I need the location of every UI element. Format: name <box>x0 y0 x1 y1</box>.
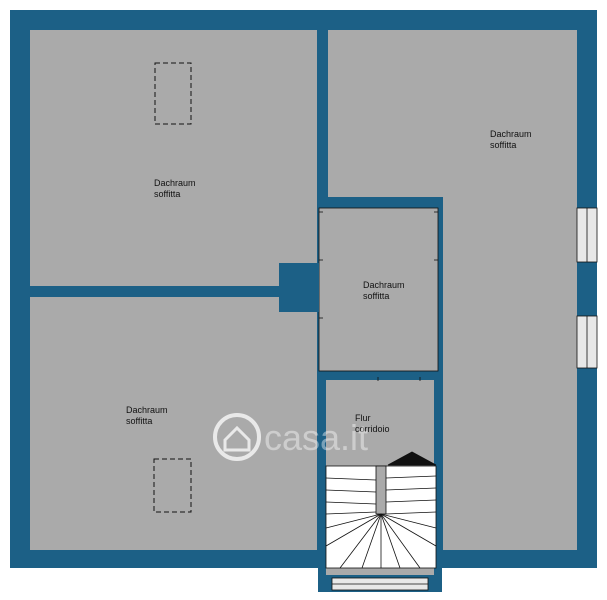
svg-text:Dachraum: Dachraum <box>363 280 405 290</box>
chimney <box>279 263 319 312</box>
watermark: casa.it <box>213 413 368 461</box>
watermark-text: casa.it <box>264 417 368 458</box>
staircase <box>325 451 437 569</box>
window-stair-bay <box>331 577 429 591</box>
label-right: Dachraum soffitta <box>490 129 532 150</box>
window-right-upper <box>576 207 598 263</box>
room-top-left <box>30 30 317 286</box>
svg-text:soffitta: soffitta <box>154 189 180 199</box>
svg-text:Dachraum: Dachraum <box>154 178 196 188</box>
house-icon <box>213 413 261 461</box>
skylight-bottom <box>153 458 192 513</box>
svg-text:soffitta: soffitta <box>363 291 389 301</box>
label-bottom-left: Dachraum soffitta <box>126 405 168 426</box>
svg-text:soffitta: soffitta <box>126 416 152 426</box>
opening-ticks <box>319 211 438 381</box>
svg-text:Dachraum: Dachraum <box>490 129 532 139</box>
room-middle <box>318 207 439 372</box>
stair-direction-arrow <box>387 451 437 466</box>
label-middle: Dachraum soffitta <box>363 280 405 301</box>
room-bottom-left <box>30 297 317 550</box>
label-top-left: Dachraum soffitta <box>154 178 196 199</box>
svg-text:corridoio: corridoio <box>355 424 390 434</box>
label-hall: Flur corridoio <box>355 413 390 434</box>
svg-text:Dachraum: Dachraum <box>126 405 168 415</box>
room-right-upper <box>328 30 577 197</box>
skylight-top <box>154 62 192 125</box>
room-right-lower <box>443 197 577 550</box>
window-right-lower <box>576 315 598 369</box>
svg-text:soffitta: soffitta <box>490 140 516 150</box>
svg-text:Flur: Flur <box>355 413 371 423</box>
house-icon-roof <box>223 425 251 452</box>
